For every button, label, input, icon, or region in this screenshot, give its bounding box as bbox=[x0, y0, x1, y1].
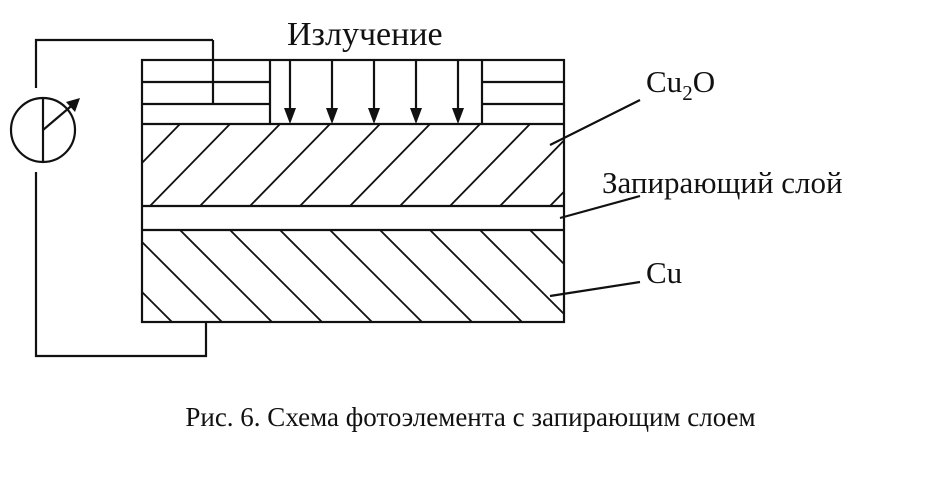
figure-caption: Рис. 6. Схема фотоэлемента с запирающим … bbox=[185, 402, 756, 432]
barrier-layer-label: Запирающий слой bbox=[602, 165, 843, 200]
galvanometer-needle-tip bbox=[66, 98, 80, 112]
galvanometer-icon bbox=[9, 96, 77, 164]
top-electrode-left bbox=[142, 40, 272, 124]
radiation-arrows bbox=[288, 60, 460, 112]
radiation-arrowheads bbox=[66, 98, 464, 124]
photocell-body bbox=[140, 58, 566, 324]
cu-leader-line bbox=[549, 280, 641, 298]
barrier-leader-line bbox=[559, 194, 641, 220]
cu2o-label: Cu2O bbox=[646, 64, 715, 105]
top-electrode-right bbox=[480, 60, 564, 124]
circuit-wire bbox=[34, 38, 213, 358]
cu2o-layer-hatching bbox=[142, 124, 564, 206]
cu-label: Cu bbox=[646, 255, 682, 290]
cu-layer-hatching bbox=[142, 230, 564, 322]
radiation-label: Излучение bbox=[287, 16, 443, 53]
cu2o-subscript: 2 bbox=[682, 81, 693, 105]
cu2o-leader-line bbox=[549, 99, 641, 146]
